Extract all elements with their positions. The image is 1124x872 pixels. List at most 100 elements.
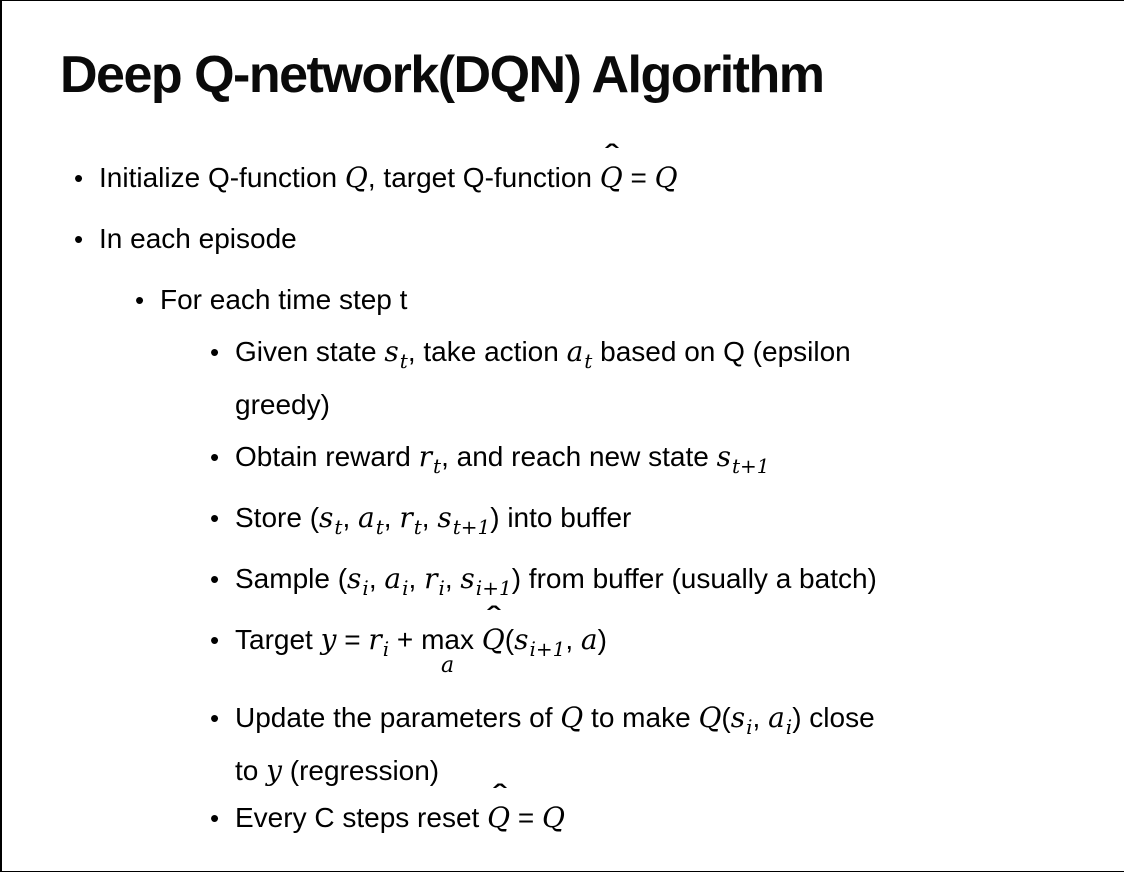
- bullet-marker: •: [210, 442, 220, 472]
- text-run: [474, 624, 482, 655]
- math-variable: Q: [560, 701, 584, 734]
- text-run: Target: [235, 624, 321, 655]
- bullet-text: In each episode: [99, 217, 297, 261]
- math-variable: Q: [698, 701, 722, 734]
- text-run: Given state: [235, 336, 385, 367]
- math-variable: s: [730, 701, 746, 734]
- math-variable: s: [384, 335, 399, 368]
- text-run: ,: [342, 502, 359, 533]
- math-variable: s: [514, 623, 529, 656]
- math-variable: s: [347, 562, 362, 595]
- hat-accent-icon: ˆ: [484, 602, 504, 631]
- math-variable: Q: [541, 801, 565, 834]
- math-subscript: i: [438, 576, 445, 600]
- text-run: =: [622, 162, 655, 193]
- text-run: Store (: [235, 502, 320, 533]
- text-run: For each time step t: [160, 284, 408, 315]
- math-subscript: t+1: [452, 515, 491, 539]
- math-subscript: t: [584, 349, 593, 373]
- math-subscript: i: [785, 715, 793, 739]
- text-run: ,: [565, 624, 581, 655]
- text-run: ,: [408, 563, 425, 594]
- math-subscript: t: [399, 349, 408, 373]
- math-variable: y: [320, 623, 337, 656]
- math-variable: Q: [344, 161, 368, 194]
- math-subscript: i: [746, 715, 753, 739]
- text-run: based on Q (epsilon: [592, 336, 851, 367]
- text-run: Every C steps reset: [235, 802, 488, 833]
- bullet-marker: •: [210, 703, 220, 733]
- text-run: ) from buffer (usually a batch): [511, 563, 877, 594]
- bullet-text: Initialize Q-function Q, target Q-functi…: [99, 143, 678, 200]
- bullet-text: Given state st, take action at based on …: [235, 330, 851, 427]
- bullet-item: •Store (st, at, rt, st+1) into buffer: [2, 496, 1114, 549]
- slide-title: Deep Q-network(DQN) Algorithm: [60, 46, 825, 104]
- math-subscript: i: [402, 576, 409, 600]
- math-variable: a: [358, 501, 375, 534]
- bullet-text: Obtain reward rt, and reach new state st…: [235, 435, 770, 488]
- text-run: ,: [368, 563, 385, 594]
- math-variable: a: [768, 701, 785, 734]
- text-run: to: [235, 755, 267, 786]
- math-variable: a: [566, 335, 584, 368]
- text-run: (: [504, 624, 515, 655]
- math-operator: max: [421, 624, 474, 655]
- math-variable: s: [319, 501, 334, 534]
- text-run: Initialize Q-function: [99, 162, 345, 193]
- math-variable: r: [418, 440, 433, 473]
- math-subscript: t+1: [731, 454, 770, 478]
- bullet-item: •Initialize Q-function Q, target Q-funct…: [2, 143, 1114, 200]
- hat-accent-icon: ˆ: [602, 140, 622, 169]
- math-variable: a: [580, 623, 598, 656]
- bullet-marker: •: [210, 564, 220, 594]
- math-variable: s: [716, 440, 731, 473]
- math-variable: Q: [487, 801, 511, 834]
- math-subscript: t: [433, 454, 442, 478]
- text-run: ) close: [792, 702, 875, 733]
- text-run: (: [721, 702, 731, 733]
- bullet-marker: •: [210, 803, 220, 833]
- text-run: , and reach new state: [441, 441, 717, 472]
- bullet-marker: •: [74, 163, 84, 193]
- bullet-text: Update the parameters of Q to make Q(si,…: [235, 696, 875, 793]
- math-subscript: t: [334, 515, 343, 539]
- bullet-text: Sample (si, ai, ri, si+1) from buffer (u…: [235, 557, 877, 610]
- bullet-marker: •: [210, 337, 220, 367]
- hat-accent-icon: ˆ: [490, 780, 510, 809]
- text-run: ,: [444, 563, 461, 594]
- math-variable: r: [399, 501, 413, 534]
- bullet-item: •Given state st, take action at based on…: [2, 330, 1114, 427]
- text-run: greedy): [235, 389, 330, 420]
- math-variable: r: [368, 623, 382, 656]
- math-subscript: t: [413, 515, 422, 539]
- text-run: to make: [583, 702, 699, 733]
- bullet-item: •In each episode: [2, 217, 1114, 261]
- math-variable: Q: [481, 623, 505, 656]
- text-run: , target Q-function: [367, 162, 600, 193]
- math-variable: s: [460, 562, 475, 595]
- math-subscript: i: [382, 637, 390, 661]
- math-variable: r: [424, 562, 438, 595]
- bullet-item: • Sample (si, ai, ri, si+1) from buffer (…: [2, 557, 1114, 610]
- math-subscript: t: [375, 515, 384, 539]
- math-variable: Q: [654, 161, 678, 194]
- bullet-marker: •: [210, 625, 220, 655]
- math-subscript: i: [362, 576, 369, 600]
- text-run: ,: [752, 702, 769, 733]
- text-run: , take action: [407, 336, 567, 367]
- text-run: =: [510, 802, 542, 833]
- bullet-item: •For each time step t: [2, 278, 1114, 322]
- math-subscript: i+1: [475, 576, 512, 600]
- text-run: +: [389, 624, 422, 655]
- math-variable: y: [266, 754, 282, 787]
- text-run: ,: [421, 502, 438, 533]
- bullet-text: For each time step t: [160, 278, 407, 322]
